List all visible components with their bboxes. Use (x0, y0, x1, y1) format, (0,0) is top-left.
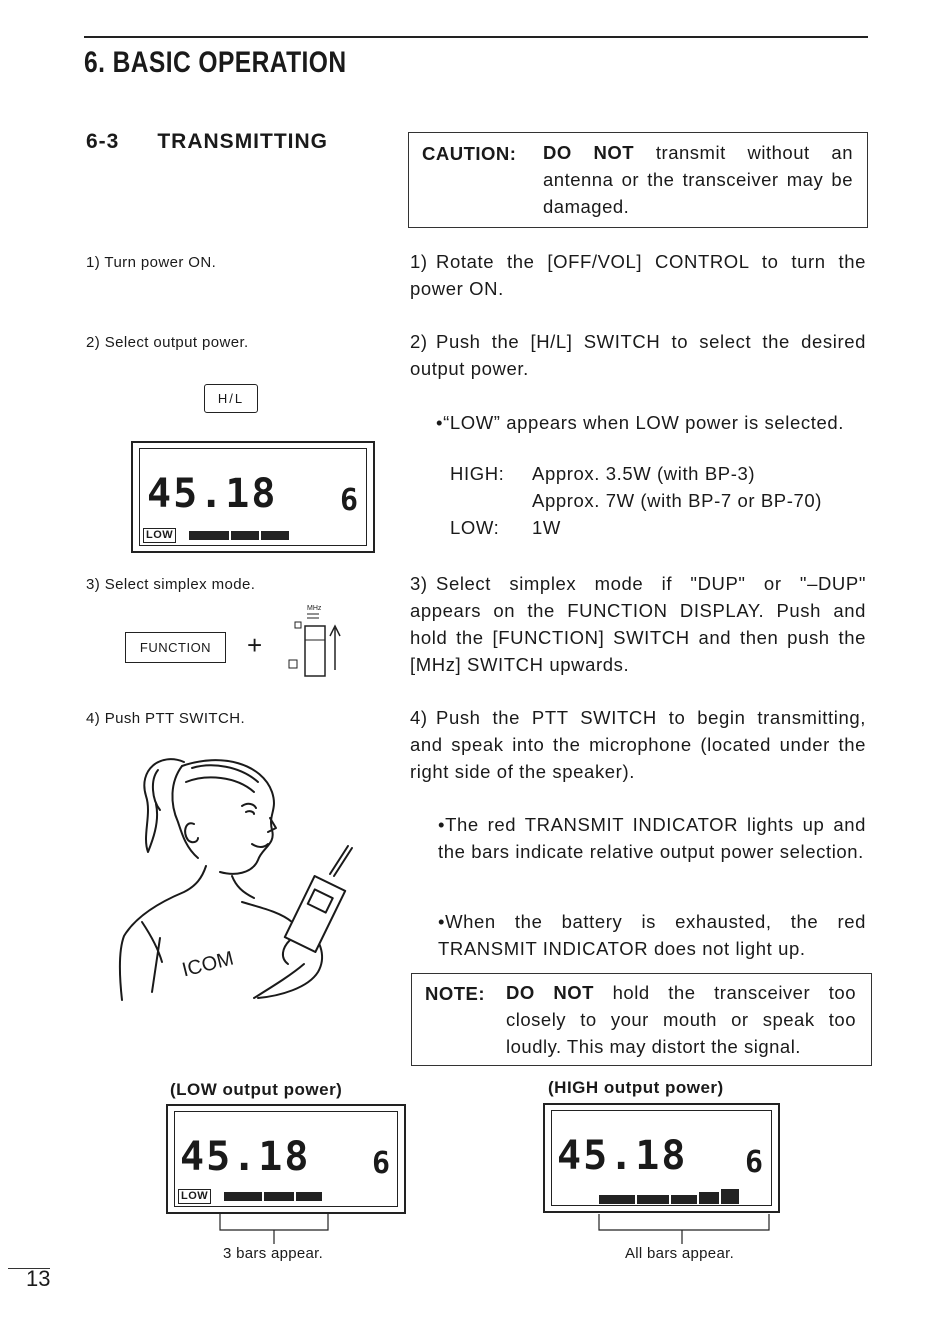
lcd-display-low: 45.18 6 LOW (166, 1104, 406, 1214)
power-bar (637, 1195, 669, 1204)
hl-key-icon: H/L (204, 384, 258, 413)
power-bar (231, 531, 259, 540)
left-step-3: 3) Select simplex mode. (86, 576, 256, 593)
caution-label: CAUTION: (422, 143, 517, 164)
spec-high-label: HIGH: (450, 463, 505, 484)
lcd-frequency: 45.18 (147, 471, 278, 517)
brand-logo-text: ICOM (180, 948, 236, 982)
step-text: Rotate the [OFF/VOL] CONTROL to turn the… (410, 251, 866, 299)
caution-emphasis: DO NOT (543, 142, 635, 163)
caution-body: transmit without an antenna or the trans… (543, 142, 854, 217)
low-bars-note: 3 bars appear. (223, 1245, 324, 1262)
right-step-2: 2)Push the [H/L] SWITCH to select the de… (410, 328, 866, 382)
spec-high-value-1: Approx. 3.5W (with BP-3) (532, 463, 756, 484)
power-bar (721, 1189, 739, 1204)
left-step-1: 1) Turn power ON. (86, 254, 217, 271)
step-text: Push the [H/L] SWITCH to select the desi… (410, 331, 866, 379)
high-bars-note: All bars appear. (625, 1245, 735, 1262)
bullet-low-appears: •“LOW” appears when LOW power is selecte… (436, 412, 844, 433)
left-step-2: 2) Select output power. (86, 334, 249, 351)
power-bar (599, 1195, 635, 1204)
lcd-channel: 6 (372, 1146, 391, 1181)
right-step-4: 4)Push the PTT SWITCH to begin transmitt… (410, 704, 866, 785)
note-box: NOTE: DO NOT hold the transceiver too cl… (411, 973, 872, 1066)
low-bars-bracket (219, 1214, 329, 1244)
section-title: 6. BASIC OPERATION (84, 46, 347, 79)
lcd-low-badge: LOW (143, 528, 177, 543)
subsection-number: 6-3 (86, 130, 120, 153)
lcd-channel: 6 (745, 1145, 764, 1180)
right-step-3: 3)Select simplex mode if "DUP" or "–DUP"… (410, 570, 866, 678)
page-number: 13 (26, 1266, 51, 1291)
caution-box: CAUTION: DO NOT transmit without an ante… (408, 132, 868, 228)
power-bar (224, 1192, 262, 1201)
header-rule (84, 36, 868, 38)
girl-with-radio-illustration: ICOM (119, 758, 353, 1001)
power-bar (264, 1192, 294, 1201)
lcd-frame (551, 1110, 772, 1206)
lcd-display-high: 45.18 6 (543, 1103, 780, 1213)
lcd-power-bars (189, 531, 289, 540)
step-number: 2) (410, 331, 428, 352)
low-output-caption: (LOW output power) (170, 1080, 343, 1099)
subsection-title: 6-3 TRANSMITTING (86, 130, 328, 154)
bullet-tx-indicator: •The red TRANSMIT INDICATOR lights up an… (438, 814, 866, 862)
lcd-low-badge: LOW (178, 1189, 212, 1204)
caution-text: DO NOT transmit without an antenna or th… (543, 139, 853, 220)
spec-low-value: 1W (532, 517, 561, 538)
step-number: 1) (410, 251, 428, 272)
note-text: DO NOT hold the transceiver too closely … (506, 979, 856, 1060)
right-step-1: 1)Rotate the [OFF/VOL] CONTROL to turn t… (410, 248, 866, 302)
subsection-label: TRANSMITTING (157, 130, 329, 153)
bullet-battery: •When the battery is exhausted, the red … (438, 911, 866, 959)
step-number: 4) (410, 707, 428, 728)
power-bar (671, 1195, 697, 1204)
note-body: hold the transceiver too closely to your… (506, 982, 857, 1057)
high-output-caption: (HIGH output power) (548, 1078, 724, 1097)
spec-low-label: LOW: (450, 517, 500, 538)
plus-sign: + (247, 630, 263, 660)
power-bar (261, 531, 289, 540)
lcd-frequency: 45.18 (557, 1133, 688, 1179)
power-bar (699, 1192, 719, 1204)
high-bars-bracket (598, 1214, 770, 1244)
step-text: Push the PTT SWITCH to begin transmittin… (410, 707, 866, 782)
page-number-rule (8, 1268, 50, 1269)
function-key-icon: FUNCTION (125, 632, 226, 663)
mhz-label: MHz (307, 605, 322, 612)
step-text: Select simplex mode if "DUP" or "–DUP" a… (410, 573, 866, 675)
spec-high-value-2: Approx. 7W (with BP-7 or BP-70) (532, 490, 823, 511)
step-number: 3) (410, 573, 428, 594)
lcd-frame (174, 1111, 398, 1207)
mhz-switch-icon: MHz (288, 605, 341, 677)
note-emphasis: DO NOT (506, 982, 594, 1003)
lcd-display-step2: 45.18 6 LOW (131, 441, 375, 553)
power-bar (189, 531, 229, 540)
lcd-channel: 6 (340, 483, 359, 518)
left-step-4: 4) Push PTT SWITCH. (86, 710, 246, 727)
lcd-power-bars (224, 1192, 322, 1201)
lcd-frame (139, 448, 367, 546)
note-label: NOTE: (425, 983, 486, 1004)
lcd-power-bars (599, 1189, 739, 1204)
power-bar (296, 1192, 322, 1201)
lcd-frequency: 45.18 (180, 1134, 311, 1180)
